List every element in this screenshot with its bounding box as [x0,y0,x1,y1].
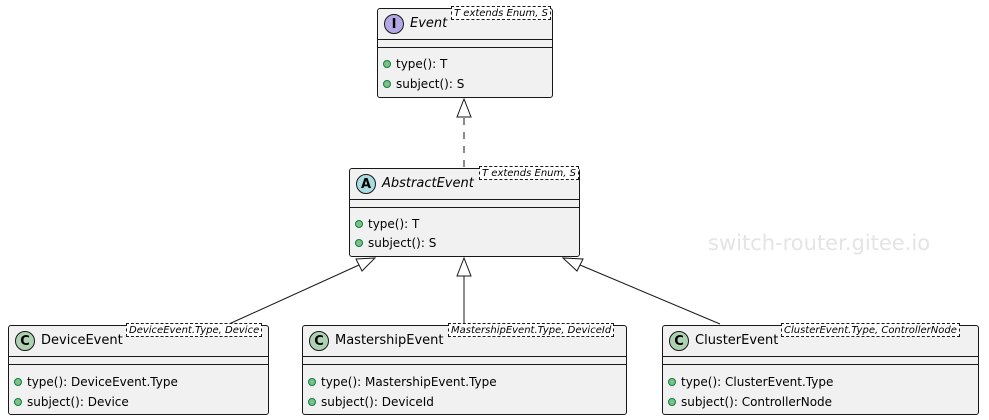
class-name: MastershipEvent [335,333,444,348]
cluster-event-box[interactable]: C ClusterEvent ClusterEvent.Type, Contro… [662,323,979,415]
method-item: type(): ClusterEvent.Type [668,374,833,390]
class-header: A AbstractEvent [350,169,579,199]
public-method-icon [355,238,363,247]
class-header: C ClusterEvent [663,326,978,356]
class-name: DeviceEvent [41,333,123,348]
class-icon: C [309,331,329,351]
generic-parameters: MastershipEvent.Type, DeviceId [448,323,615,337]
class-name: ClusterEvent [695,333,779,348]
abstract-event-box[interactable]: A AbstractEvent T extends Enum, S type()… [349,166,580,257]
method-item: subject(): S [355,235,436,251]
class-header: C DeviceEvent [9,326,268,356]
generic-parameters: DeviceEvent.Type, Device [126,323,263,337]
class-header: I Event [378,9,552,39]
mastership-event-box[interactable]: C MastershipEvent MastershipEvent.Type, … [302,323,627,415]
public-method-icon [668,377,676,386]
watermark-text: switch-router.gitee.io [708,231,931,255]
event-interface-box[interactable]: I Event T extends Enum, S type(): T subj… [377,6,553,98]
interface-icon: I [384,14,404,34]
separator [350,199,579,200]
separator [9,364,268,365]
separator [303,356,626,357]
device-event-box[interactable]: C DeviceEvent DeviceEvent.Type, Device t… [8,323,269,415]
realization-arrow [456,97,472,167]
public-method-icon [14,397,22,406]
public-method-icon [668,397,676,406]
generic-parameters: T extends Enum, S [451,6,551,20]
method-item: type(): T [383,56,447,72]
public-method-icon [355,219,363,228]
inheritance-arrow-device [228,257,377,325]
method-item: type(): T [355,216,419,232]
class-name: Event [410,16,448,31]
abstract-class-icon: A [356,174,376,194]
class-icon: C [15,331,35,351]
method-item: type(): DeviceEvent.Type [14,374,178,390]
public-method-icon [14,377,22,386]
method-item: type(): MastershipEvent.Type [308,374,497,390]
method-item: subject(): S [383,76,464,92]
class-header: C MastershipEvent [303,326,626,356]
separator [378,47,552,48]
public-method-icon [308,377,316,386]
public-method-icon [383,79,391,88]
public-method-icon [308,397,316,406]
separator [303,364,626,365]
inheritance-arrow-mastership [456,256,472,324]
method-item: subject(): Device [14,394,129,410]
inheritance-arrow-cluster [561,257,721,325]
separator [378,39,552,40]
public-method-icon [383,59,391,68]
generic-parameters: T extends Enum, S [479,166,579,180]
separator [663,364,978,365]
method-item: subject(): ControllerNode [668,394,832,410]
class-icon: C [669,331,689,351]
method-item: subject(): DeviceId [308,394,434,410]
separator [9,356,268,357]
separator [663,356,978,357]
generic-parameters: ClusterEvent.Type, ControllerNode [781,323,960,337]
separator [350,207,579,208]
class-name: AbstractEvent [382,176,474,191]
